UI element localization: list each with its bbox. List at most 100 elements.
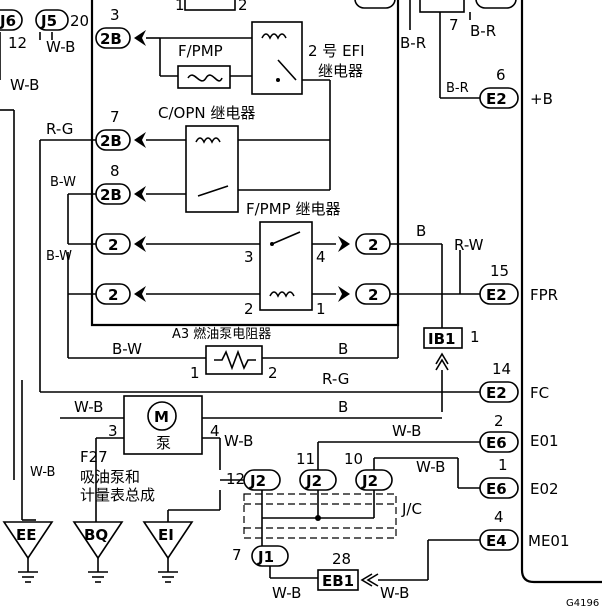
fuse-label: F/PMP xyxy=(178,42,223,60)
wire-b-1: B xyxy=(338,340,348,358)
connector-e2-fc-label: E2 xyxy=(486,384,507,402)
connector-j1-7-label: J1 xyxy=(257,548,274,566)
pump-ref: F27 xyxy=(80,448,108,466)
ecu-plus-b: +B xyxy=(530,90,553,108)
wire-r-g-bottom: R-G xyxy=(322,370,349,388)
wire-w-b-e02: W-B xyxy=(416,458,445,476)
pin-2b-3: 3 xyxy=(110,6,120,24)
connector-j6-fragment xyxy=(0,9,23,31)
connector-j5-label: J5 xyxy=(40,12,57,30)
relay-block-frame xyxy=(90,0,400,327)
connector-top-right-fragment xyxy=(354,0,396,9)
ecu-fc: FC xyxy=(530,384,549,402)
pin-c2-1: 1 xyxy=(316,300,326,318)
pin-j1-7: 7 xyxy=(232,546,242,564)
fpmp-relay-label: F/PMP 继电器 xyxy=(246,200,340,218)
pin-12-left: 12 xyxy=(8,34,27,52)
pin-c2-2: 2 xyxy=(244,300,254,318)
connector-2-left-top xyxy=(95,233,131,255)
wire-w-b-j1: W-B xyxy=(272,584,301,602)
wire-b-w-2: B-W xyxy=(46,249,72,264)
ground-ei xyxy=(142,490,221,583)
resistor-label: A3 燃油泵电阻器 xyxy=(172,326,271,342)
pin-j2-12: 12 xyxy=(226,470,245,488)
pin-top-7: 7 xyxy=(449,16,459,34)
ground-bq xyxy=(72,520,124,583)
connector-e2-plus-b-label: E2 xyxy=(486,90,507,108)
jc-label: J/C xyxy=(401,500,422,518)
ground-ee xyxy=(2,519,54,583)
connector-e6-e01-label: E6 xyxy=(486,434,507,452)
wire-b-r-2: B-R xyxy=(470,22,496,40)
fuse-f-pmp xyxy=(177,65,231,89)
top-box-fragment xyxy=(184,0,236,11)
ground-ee-label: EE xyxy=(16,526,37,544)
connector-2-left-bottom-label: 2 xyxy=(108,286,118,304)
connector-e6-e02-label: E6 xyxy=(486,480,507,498)
wire-b-3: B xyxy=(338,398,348,416)
wire-w-b-eb1: W-B xyxy=(380,584,409,602)
pin-res-2: 2 xyxy=(268,364,278,382)
connector-j2-12-label: J2 xyxy=(249,472,266,490)
connector-2-right-top-label: 2 xyxy=(368,236,378,254)
copn-relay-label: C/OPN 继电器 xyxy=(158,104,255,122)
connector-2-right-bottom-label: 2 xyxy=(368,286,378,304)
efi-relay-label2: 继电器 xyxy=(318,62,363,80)
pin-e4-4: 4 xyxy=(494,508,504,526)
pin-eb1-28: 28 xyxy=(332,550,351,568)
pin-c2-4: 4 xyxy=(316,248,326,266)
junction-box-jc xyxy=(243,493,397,539)
pump-word: 泵 xyxy=(156,434,171,452)
connector-ib1-label: IB1 xyxy=(428,330,455,348)
wire-b-2: B xyxy=(416,222,426,240)
wire-b-w-3: B-W xyxy=(112,340,142,358)
connector-2b-3-label: 2B xyxy=(100,30,122,48)
pin-2b-8: 8 xyxy=(110,162,120,180)
connector-eb1 xyxy=(317,569,359,591)
wire-w-b-pump: W-B xyxy=(74,398,103,416)
pump-motor-m: M xyxy=(154,408,169,426)
efi-relay-label: 2 号 EFI xyxy=(308,42,365,60)
connector-top-far-fragment xyxy=(475,0,517,9)
ecu-frame xyxy=(520,0,602,584)
connector-2b-7-label: 2B xyxy=(100,132,122,150)
connector-e4-me01-label: E4 xyxy=(486,532,507,550)
wire-b-w-1: B-W xyxy=(50,175,76,190)
pin-e6-2: 2 xyxy=(494,412,504,430)
pin-ib1-1: 1 xyxy=(470,328,480,346)
pin-j5-20: 20 xyxy=(70,12,89,30)
figure-code: G4196 xyxy=(566,598,599,609)
pin-e6-1: 1 xyxy=(498,456,508,474)
pin-c2-3: 3 xyxy=(244,248,254,266)
wire-b-r-1: B-R xyxy=(400,34,426,52)
ecu-me01: ME01 xyxy=(528,532,570,550)
wire-w-b-left: W-B xyxy=(10,76,39,94)
pin-j2-10: 10 xyxy=(344,450,363,468)
pin-e2-15: 15 xyxy=(490,262,509,280)
connector-2b-3 xyxy=(95,27,131,49)
ecu-fpr: FPR xyxy=(530,286,558,304)
wire-w-b-ee: W-B xyxy=(30,465,55,480)
pump-desc-1: 吸油泵和 xyxy=(80,468,140,486)
wire-r-g-left: R-G xyxy=(46,120,73,138)
pin-res-1: 1 xyxy=(190,364,200,382)
pin-2b-7: 7 xyxy=(110,108,120,126)
connector-j5 xyxy=(35,9,69,31)
wire-b-r-3: B-R xyxy=(446,81,469,96)
wire-w-b-top: W-B xyxy=(46,38,75,56)
pin-top-2: 2 xyxy=(238,0,248,14)
ecu-e01: E01 xyxy=(530,432,559,450)
ground-bq-label: BQ xyxy=(84,526,108,544)
connector-2-left-top-label: 2 xyxy=(108,236,118,254)
connector-j2-10-label: J2 xyxy=(361,472,378,490)
pin-pump-3: 3 xyxy=(108,422,118,440)
connector-e2-fpr-label: E2 xyxy=(486,286,507,304)
connector-e2-plus-b xyxy=(479,87,519,109)
wire-r-w: R-W xyxy=(454,236,484,254)
pin-e2-14: 14 xyxy=(492,360,511,378)
connector-eb1-label: EB1 xyxy=(322,572,354,590)
pump-desc-2: 计量表总成 xyxy=(80,486,155,504)
pin-top-1: 1 xyxy=(175,0,185,14)
connector-ib1 xyxy=(423,327,463,349)
